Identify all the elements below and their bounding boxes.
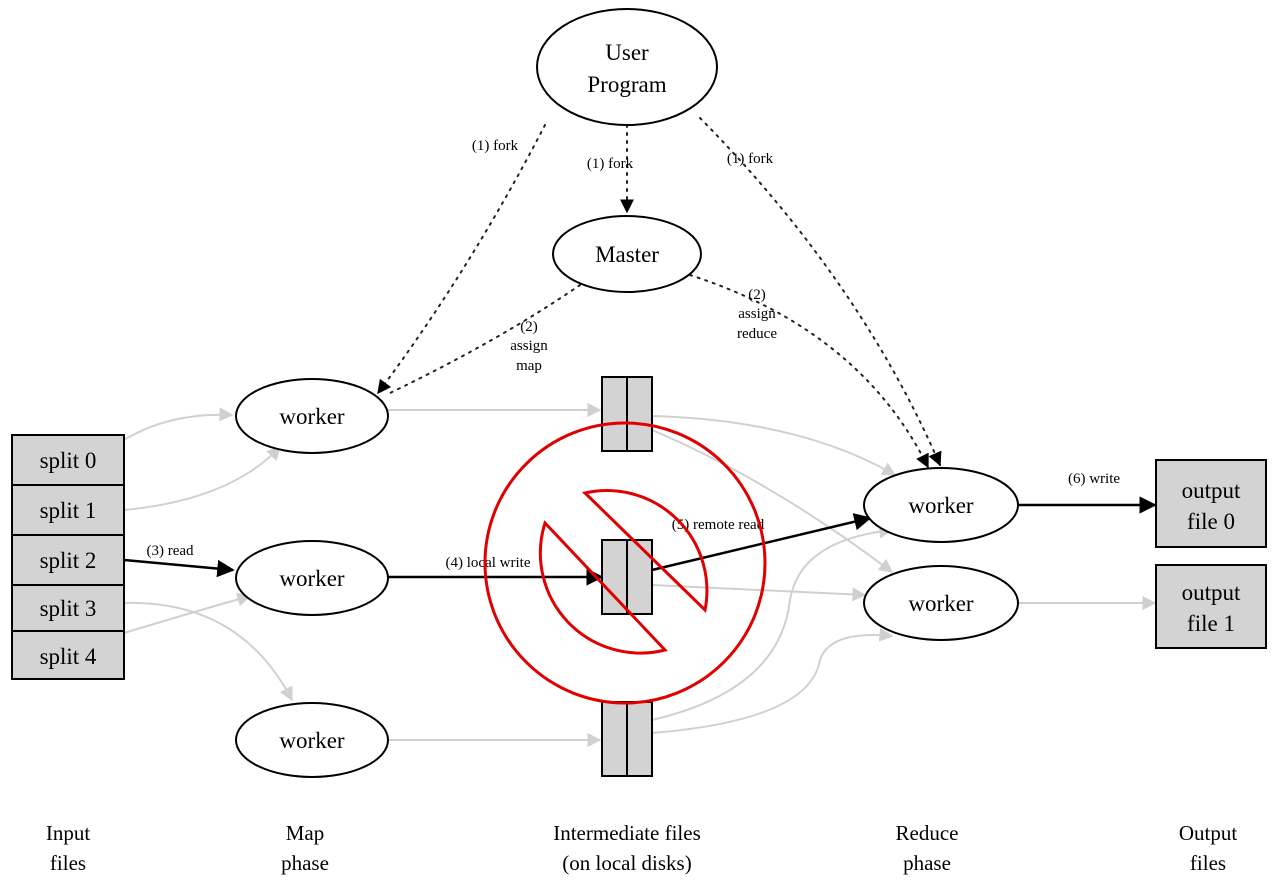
svg-text:Input: Input xyxy=(46,821,90,845)
prohibition-icon xyxy=(483,421,767,705)
svg-text:output: output xyxy=(1182,580,1241,605)
svg-text:output: output xyxy=(1182,478,1241,503)
assign-reduce-label-1: (2) xyxy=(748,287,766,303)
svg-text:Program: Program xyxy=(587,72,666,97)
svg-text:(on local disks): (on local disks) xyxy=(562,851,691,875)
fork-edge-map-worker xyxy=(377,124,546,395)
phase-labels: Input files Map phase Intermediate files… xyxy=(46,821,1237,875)
input-files: split 0 split 1 split 2 split 3 split 4 xyxy=(11,434,125,680)
fork-label-right: (1) fork xyxy=(727,151,774,167)
file3-to-reduce2 xyxy=(651,627,894,734)
file3-to-reduce1 xyxy=(651,524,894,721)
svg-text:Intermediate files: Intermediate files xyxy=(553,821,701,845)
phase-output: Output files xyxy=(1179,821,1238,875)
output-file-1: output file 1 xyxy=(1155,564,1267,649)
split2-read-edge xyxy=(123,558,235,578)
svg-text:file 1: file 1 xyxy=(1187,611,1235,636)
assign-map-label-2: assign xyxy=(510,338,548,354)
reduce-worker-1: worker xyxy=(863,467,1019,543)
split-3: split 3 xyxy=(11,584,125,632)
read-label: (3) read xyxy=(146,543,194,559)
assign-reduce-label-2: assign xyxy=(738,306,776,322)
fork-label-left: (1) fork xyxy=(472,138,519,154)
local-write-label: (4) local write xyxy=(446,555,531,571)
intermediate-file-1 xyxy=(601,376,653,452)
master-node: Master xyxy=(552,215,702,293)
svg-text:split 0: split 0 xyxy=(40,448,97,473)
fork-label-center: (1) fork xyxy=(587,156,634,172)
split-4: split 4 xyxy=(11,630,125,680)
svg-text:split 3: split 3 xyxy=(40,596,97,621)
svg-text:User: User xyxy=(605,40,649,65)
write-label: (6) write xyxy=(1068,471,1120,487)
assign-map-label-1: (2) xyxy=(520,319,538,335)
svg-text:phase: phase xyxy=(281,851,329,875)
split-1: split 1 xyxy=(11,484,125,536)
reduce-worker-2: worker xyxy=(863,565,1019,641)
svg-text:file 0: file 0 xyxy=(1187,509,1235,534)
svg-text:split 4: split 4 xyxy=(40,644,97,669)
assign-map-label-3: map xyxy=(516,358,542,374)
svg-text:phase: phase xyxy=(903,851,951,875)
map-worker-3: worker xyxy=(235,702,389,778)
file1-to-reduce2 xyxy=(651,429,894,573)
map-worker-1: worker xyxy=(235,378,389,454)
phase-intermediate: Intermediate files (on local disks) xyxy=(553,821,701,875)
remote-read-label: (5) remote read xyxy=(672,517,765,533)
svg-text:files: files xyxy=(1190,851,1226,875)
user-program-node: User Program xyxy=(536,8,718,126)
phase-reduce: Reduce phase xyxy=(896,821,959,875)
intermediate-file-3 xyxy=(601,701,653,777)
file2-to-reduce2 xyxy=(651,584,867,602)
svg-text:worker: worker xyxy=(908,493,973,518)
svg-text:split 2: split 2 xyxy=(40,548,97,573)
remote-read-edge xyxy=(651,513,872,572)
split4-to-worker2 xyxy=(123,592,252,634)
phase-map: Map phase xyxy=(281,821,329,875)
file1-to-reduce1 xyxy=(651,415,897,476)
svg-text:Master: Master xyxy=(595,242,659,267)
svg-text:worker: worker xyxy=(279,566,344,591)
svg-text:Output: Output xyxy=(1179,821,1238,845)
split1-to-worker1 xyxy=(123,445,281,511)
split-0: split 0 xyxy=(11,434,125,486)
svg-text:worker: worker xyxy=(279,728,344,753)
assign-map-edge xyxy=(389,284,581,394)
edge-labels: (1) fork (1) fork (1) fork (2) assign ma… xyxy=(146,138,1120,571)
svg-text:worker: worker xyxy=(908,591,973,616)
split3-to-worker3 xyxy=(123,601,293,702)
edges xyxy=(123,117,1157,747)
svg-text:files: files xyxy=(50,851,86,875)
svg-text:worker: worker xyxy=(279,404,344,429)
split0-to-worker1 xyxy=(123,407,234,441)
svg-text:Reduce: Reduce xyxy=(896,821,959,845)
svg-text:split 1: split 1 xyxy=(40,498,97,523)
assign-reduce-label-3: reduce xyxy=(737,326,777,342)
intermediate-file-2 xyxy=(601,539,653,615)
fork-edge-reduce-worker xyxy=(699,117,942,467)
split-2: split 2 xyxy=(11,534,125,586)
output-file-0: output file 0 xyxy=(1155,459,1267,548)
phase-input: Input files xyxy=(46,821,90,875)
svg-text:Map: Map xyxy=(286,821,325,845)
map-worker-2: worker xyxy=(235,540,389,616)
